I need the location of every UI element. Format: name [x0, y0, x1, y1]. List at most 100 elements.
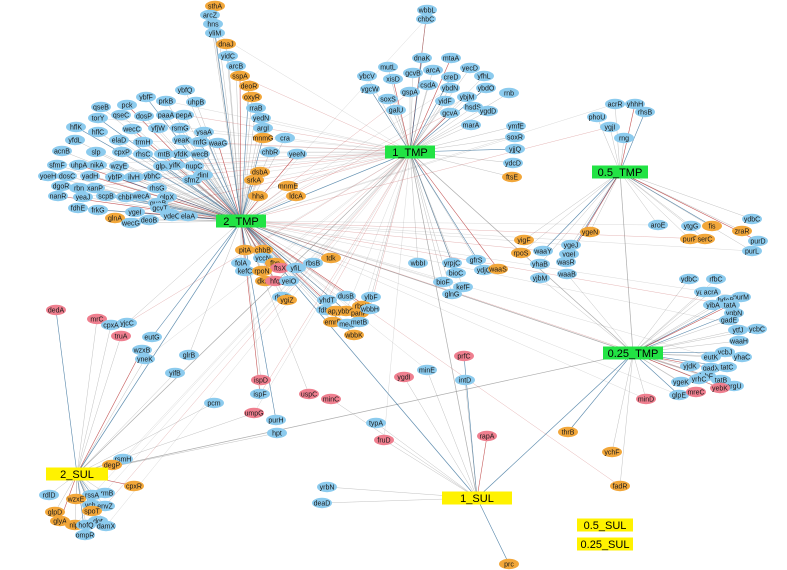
gene-node-uhpb[interactable]: uhpB: [186, 96, 206, 108]
gene-node-sspa[interactable]: sspA: [230, 70, 250, 82]
gene-node-ytfj[interactable]: ytfJ: [728, 324, 748, 336]
gene-node-glpd[interactable]: glpD: [45, 506, 65, 518]
gene-node-rng[interactable]: rng: [614, 132, 634, 144]
gene-node-glya[interactable]: glyA: [50, 515, 70, 527]
gene-node-yifk[interactable]: yifK: [165, 159, 185, 171]
gene-node-deob[interactable]: deoB: [139, 214, 159, 226]
gene-node-pita[interactable]: pitA: [235, 244, 255, 256]
gene-node-mara[interactable]: marA: [461, 119, 481, 131]
gene-node-rdld[interactable]: rdlD: [39, 489, 59, 501]
gene-node-mine[interactable]: minE: [417, 364, 437, 376]
gene-node-deor[interactable]: deoR: [239, 80, 259, 92]
gene-node-waab[interactable]: waaB: [557, 268, 577, 280]
gene-node-sfmz[interactable]: sfmZ: [182, 174, 202, 186]
gene-node-yhhh[interactable]: yhhH: [625, 98, 645, 110]
gene-node-rsmg[interactable]: rsmG: [170, 122, 190, 134]
gene-node-wzye[interactable]: wzyE: [109, 160, 129, 172]
gene-node-ompr[interactable]: ompR: [75, 529, 95, 541]
gene-node-uspc[interactable]: uspC: [299, 388, 319, 400]
gene-node-rfbc[interactable]: rfbC: [706, 273, 726, 285]
gene-node-glpe[interactable]: glpE: [669, 389, 689, 401]
gene-node-ybjm[interactable]: ybjM: [457, 91, 477, 103]
gene-node-yidf[interactable]: yidF: [435, 95, 455, 107]
condition-node-0-25_sul[interactable]: 0.25_SUL: [577, 537, 633, 552]
gene-node-rbsb[interactable]: rbsB: [303, 257, 323, 269]
gene-node-yedn[interactable]: yedN: [251, 112, 271, 124]
gene-node-purh[interactable]: purH: [266, 414, 286, 426]
gene-node-scpb[interactable]: scpB: [96, 190, 116, 202]
gene-node-wbbl[interactable]: wbbL: [417, 4, 437, 16]
gene-node-yeio[interactable]: yeiO: [279, 275, 299, 287]
gene-node-mnmg[interactable]: mnmG: [253, 132, 274, 144]
gene-node-dead[interactable]: deaD: [312, 497, 332, 509]
gene-node-wbbk[interactable]: wbbK: [344, 329, 364, 341]
gene-node-oxyr[interactable]: oxyR: [242, 91, 262, 103]
gene-node-wasr[interactable]: wasR: [556, 256, 576, 268]
gene-node-gspa[interactable]: gspA: [400, 86, 420, 98]
condition-node-1_tmp[interactable]: 1_TMP: [385, 145, 435, 160]
gene-node-minc[interactable]: minC: [321, 393, 341, 405]
gene-node-gadx[interactable]: gadX: [701, 362, 721, 374]
gene-node-yhdt[interactable]: yhdT: [317, 294, 337, 306]
gene-node-chbf[interactable]: chbF: [116, 191, 136, 203]
gene-node-cra[interactable]: cra: [275, 132, 295, 144]
gene-node-ydeo[interactable]: ydeO: [162, 210, 182, 222]
gene-node-arcb[interactable]: arcB: [226, 60, 246, 72]
gene-node-elad[interactable]: elaD: [109, 134, 129, 146]
gene-node-paaa[interactable]: paaA: [156, 109, 176, 121]
gene-node-ybfp[interactable]: ybfP: [105, 171, 125, 183]
gene-node-yadh[interactable]: yadH: [80, 170, 100, 182]
gene-node-nika[interactable]: nikA: [87, 159, 107, 171]
gene-node-qseb[interactable]: qseB: [91, 101, 111, 113]
gene-node-ybdn[interactable]: ybdN: [440, 82, 460, 94]
gene-node-dusb[interactable]: dusB: [336, 290, 356, 302]
gene-node-mtaa[interactable]: mtaA: [441, 52, 461, 64]
condition-node-0-5_tmp[interactable]: 0.5_TMP: [592, 165, 648, 180]
gene-node-wecc[interactable]: wecC: [122, 123, 142, 135]
gene-node-rnfg[interactable]: rnfG: [190, 136, 210, 148]
gene-node-ygji[interactable]: ygjI: [600, 121, 620, 133]
gene-node-metb[interactable]: metB: [349, 316, 369, 328]
gene-node-trmh[interactable]: trmH: [133, 136, 153, 148]
gene-node-waas[interactable]: waaS: [488, 263, 508, 275]
condition-node-0-5_sul[interactable]: 0.5_SUL: [577, 518, 633, 533]
gene-node-wzxb[interactable]: wzxB: [132, 344, 152, 356]
gene-node-yfil[interactable]: yfiL: [286, 262, 306, 274]
gene-node-dnaj[interactable]: dnaJ: [216, 38, 236, 50]
gene-node-nupc[interactable]: nupC: [184, 160, 204, 172]
gene-node-prc[interactable]: prc: [499, 558, 519, 570]
gene-node-chbb[interactable]: chbB: [253, 244, 273, 256]
gene-node-ycbj[interactable]: ycbJ: [715, 346, 735, 358]
gene-node-soxr[interactable]: soxR: [505, 131, 525, 143]
gene-node-arca[interactable]: arcA: [423, 64, 443, 76]
gene-node-deda[interactable]: dedA: [46, 304, 66, 316]
gene-node-umpg[interactable]: umpG: [244, 407, 264, 419]
gene-node-serc[interactable]: serC: [695, 233, 715, 245]
gene-node-glrb[interactable]: glrB: [179, 349, 199, 361]
gene-node-wbbi[interactable]: wbbI: [408, 257, 428, 269]
gene-node-mind[interactable]: minD: [636, 393, 656, 405]
gene-node-rapa[interactable]: rapA: [477, 430, 497, 442]
gene-node-eutg[interactable]: eutG: [142, 331, 162, 343]
gene-node-phou[interactable]: phoU: [587, 111, 607, 123]
gene-node-zrar[interactable]: zraR: [732, 225, 752, 237]
gene-node-ygen[interactable]: ygeN: [580, 226, 600, 238]
gene-node-trua[interactable]: truA: [111, 330, 131, 342]
gene-node-rssa[interactable]: rssA: [82, 489, 102, 501]
gene-node-ygdi[interactable]: ygdI: [394, 371, 414, 383]
gene-node-rhsc[interactable]: rhsC: [133, 148, 153, 160]
gene-node-intd[interactable]: intD: [455, 374, 475, 386]
gene-node-ynek[interactable]: yneK: [135, 353, 155, 365]
gene-node-yrpjc[interactable]: yrpjC: [442, 257, 462, 269]
gene-node-weca[interactable]: wecA: [131, 190, 151, 202]
gene-node-ybfq[interactable]: ybfQ: [175, 84, 195, 96]
gene-node-rnb[interactable]: rnb: [499, 87, 519, 99]
gene-node-wzxe[interactable]: wzxE: [66, 493, 86, 505]
gene-node-frkg[interactable]: frkG: [88, 204, 108, 216]
gene-node-yhab[interactable]: yhaB: [530, 258, 550, 270]
gene-node-yecd[interactable]: yecD: [460, 62, 480, 74]
gene-node-sfmf[interactable]: sfmF: [47, 159, 67, 171]
gene-node-chbr[interactable]: chbR: [260, 146, 280, 158]
gene-node-aroe[interactable]: aroE: [648, 219, 668, 231]
gene-node-fis[interactable]: fis: [702, 220, 722, 232]
